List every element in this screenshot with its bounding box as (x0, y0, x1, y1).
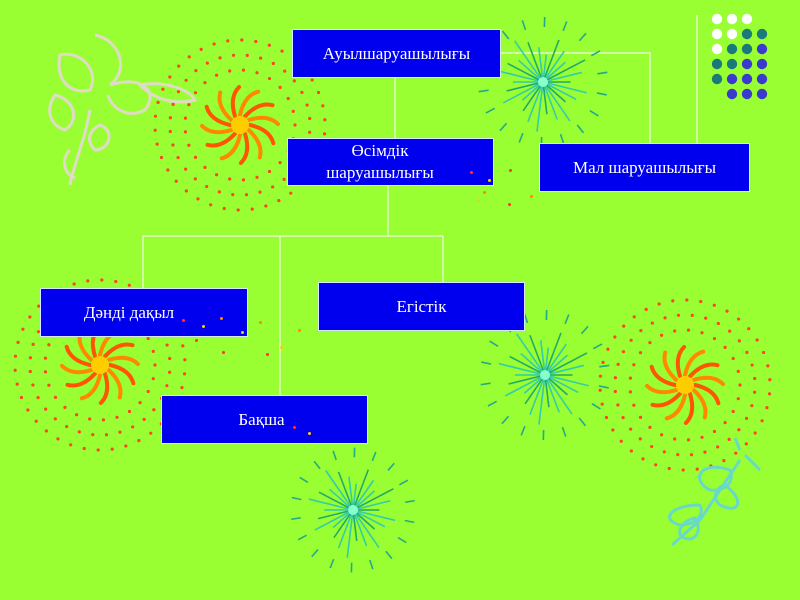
decor-speck (222, 351, 226, 354)
node-root-label: Ауылшаруашылығы (322, 43, 471, 63)
node-grain: Дәнді дақыл (40, 288, 302, 356)
grid-dot (741, 28, 753, 40)
node-plant-label: Өсімдік шаруашылығы (326, 141, 434, 182)
decor-speck (195, 339, 199, 342)
node-plant: Өсімдік шаруашылығы (287, 138, 533, 206)
decor-speck (266, 353, 270, 356)
grid-dot (711, 58, 723, 70)
decor-speck (508, 202, 511, 206)
grid-dot (726, 88, 738, 100)
decor-speck (259, 321, 263, 324)
decor-speck (483, 190, 486, 194)
grid-dot (741, 43, 753, 55)
grid-dot (756, 43, 768, 55)
bursts-layer (13, 17, 772, 573)
decor-speck (241, 331, 245, 334)
grid-dot (726, 13, 738, 25)
teal-starburst (478, 17, 608, 147)
decor-speck (470, 170, 473, 174)
grid-dot (726, 28, 738, 40)
grid-dot (741, 58, 753, 70)
grid-dot (726, 73, 738, 85)
decor-speck (298, 329, 302, 332)
grid-dot (756, 28, 768, 40)
decor-speck (220, 317, 224, 320)
node-melon-label: Бақша (238, 409, 285, 429)
node-grain-label: Дәнді дақыл (83, 302, 175, 322)
teal-starburst (480, 310, 610, 440)
dragonfly-clipart (668, 437, 762, 547)
grid-dot (711, 73, 723, 85)
grid-dot (711, 43, 723, 55)
connectors (142, 15, 698, 395)
grid-dot (711, 28, 723, 40)
grid-dot (741, 88, 753, 100)
dot-grid (711, 13, 768, 100)
connector-root-livestock (500, 52, 651, 143)
node-livestock: Мал шаруашылығы (539, 143, 750, 192)
orange-burst (598, 298, 772, 472)
decor-speck (509, 168, 512, 172)
decor-speck (292, 426, 296, 429)
grid-dot (741, 13, 753, 25)
decor-speck (280, 346, 284, 349)
grid-dot (756, 58, 768, 70)
node-root: Ауылшаруашылығы (292, 29, 501, 78)
node-livestock-label: Мал шаруашылығы (572, 157, 717, 177)
decor-speck (182, 319, 186, 322)
decor-speck (488, 178, 491, 182)
decor-speck (202, 325, 206, 328)
grid-dot (756, 88, 768, 100)
decor-speck (477, 198, 480, 202)
teal-starburst (291, 447, 415, 573)
decor-speck (307, 432, 311, 435)
grid-dot (711, 13, 723, 25)
grid-dot (741, 73, 753, 85)
grid-dot (726, 43, 738, 55)
decor-speck (530, 194, 533, 198)
grid-dot (726, 58, 738, 70)
flower-clipart (48, 33, 198, 186)
node-field: Егістік (318, 282, 525, 331)
node-field-label: Егістік (396, 296, 447, 316)
node-melon: Бақша (161, 395, 368, 444)
grid-dot (756, 73, 768, 85)
